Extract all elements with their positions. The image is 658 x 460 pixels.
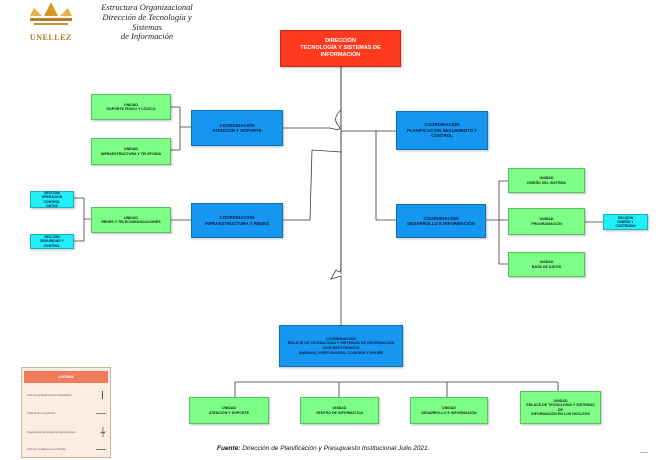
node-unidad-programacion: UNIDAD PROGRAMACIÓN [508,208,585,235]
legend-row-functional: Dependencias funcionales sin unión jerár… [27,431,97,434]
legend-symbol-authority [102,391,103,399]
legend-row-coordination-text: Unión de coordinación de actividades [27,448,67,451]
node-coord-infra: COORDINACIÓN INFRAESTRUCTURA Y REDES [191,203,283,238]
node-coord-planif-line2: PLANIFICACIÓN SEGUIMIENTO Y [406,127,478,133]
node-direccion: DIRECCIÓN TECNOLOGÍA Y SISTEMAS DE INFOR… [280,30,401,67]
legend-row-coordination: Unión de coordinación de actividades [27,448,107,451]
node-coord-infra-line1: COORDINACIÓN [219,215,255,220]
source-footer: Fuente: Dirección de Planificación y Pre… [217,445,429,452]
node-seccion-operacion-line3: DATOS [46,203,58,208]
node-unidad-redes: UNIDAD REDES Y TELECOMUNICACIONES [91,207,171,233]
node-unidad-infra-telefonia-line2: INFRAESTRUCTURA Y TELEFONÍA [100,151,162,156]
node-seccion-diseno-line1: SECCIÓN [617,215,634,220]
node-unidad-atencion: UNIDAD ATENCIÓN Y SOPORTE [189,397,269,424]
node-unidad-desarrollo-line2: DESARROLLO E INFORMACIÓN [421,410,477,415]
node-unidad-sistemas: UNIDAD DISEÑO DEL SISTEMA [508,168,585,193]
logo-emblem-icon [30,2,72,25]
node-coord-infra-line2: INFRAESTRUCTURA Y REDES [205,220,269,226]
node-coord-desarrollo: COORDINACIÓN DESARROLLO E INFORMACIÓN [396,204,486,238]
node-coord-desarrollo-line2: DESARROLLO E INFORMACIÓN [407,221,475,226]
node-seccion-seguridad-line1: SECCIÓN [44,235,60,240]
node-seccion-seguridad-line2: SEGURIDAD Y CONTROL [40,239,64,248]
node-unidad-centro-line2: CENTRO DE INFORMÁTICA [315,410,364,415]
node-seccion-operacion-line1: SECCIÓN [44,191,60,195]
node-unidad-redes-line2: REDES Y TELECOMUNICACIONES [101,220,161,224]
title-line-2: Dirección de Tecnología y Sistemas [102,11,192,32]
logo-wordmark: UNELLEZ [30,33,72,42]
node-unidad-redes-line1: UNIDAD [124,215,138,220]
corner-mark [640,448,648,453]
legend-row-principle-text: Unión de nivel de principio [27,412,56,415]
title-line-3: de Información [120,31,174,42]
node-unidad-soporte-line1: UNIDAD [124,102,138,107]
legend-row-principle: Unión de nivel de principio [27,412,107,415]
legend-row-authority-text: Unión de autoridad entre sus dependencia… [27,394,72,397]
node-unidad-soporte: UNIDAD SOPORTE FÍSICO Y LÓGICO [91,94,171,120]
node-coord-enlace-line1: COORDINACIÓN [325,336,357,341]
node-coord-enlace-line2: ENLACE DE TECNOLOGÍA Y SISTEMAS DE INFOR… [287,341,395,346]
node-coord-planif-line3: CONTROL [431,133,453,139]
node-coord-enlace-line4: BARINAS, PORTUGUESA, COJEDES Y APURE [298,350,384,355]
node-seccion-seguridad: SECCIÓN SEGURIDAD Y CONTROL [30,234,74,249]
legend-box: LEYENDA Unión de autoridad entre sus dep… [21,367,111,458]
node-unidad-enlace-line2: ENLACE DE TECNOLOGÍA Y SISTEMAS DE [526,403,595,412]
node-coord-planif-line1: COORDINACIÓN [424,122,460,128]
node-unidad-base-datos: UNIDAD BASE DE DATOS [508,252,585,277]
node-unidad-desarrollo: UNIDAD DESARROLLO E INFORMACIÓN [410,397,488,424]
node-coord-atencion-line1: COORDINACIÓN [219,122,255,128]
node-unidad-desarrollo-line1: UNIDAD [442,406,456,411]
node-direccion-line3: INFORMACIÓN [320,51,361,58]
node-unidad-centro-line1: UNIDAD [332,406,347,411]
node-unidad-programacion-line1: UNIDAD [539,217,554,222]
node-unidad-base-datos-line1: UNIDAD [539,260,554,265]
legend-row-authority: Unión de autoridad entre sus dependencia… [27,394,107,397]
node-unidad-centro: UNIDAD CENTRO DE INFORMÁTICA [300,397,379,424]
legend-symbol-functional [99,427,107,437]
node-unidad-infra-telefonia-line1: UNIDAD [124,147,138,152]
legend-symbol-coordination [96,449,106,450]
node-direccion-line1: DIRECCIÓN [325,38,356,45]
node-unidad-sistemas-line2: DISEÑO DEL SISTEMA [527,180,566,185]
node-unidad-base-datos-line2: BASE DE DATOS [531,264,562,269]
node-unidad-enlace: UNIDAD ENLACE DE TECNOLOGÍA Y SISTEMAS D… [520,391,601,424]
node-coord-desarrollo-line1: COORDINACIÓN [423,215,459,221]
node-coord-atencion: COORDINACIÓN ATENCIÓN Y SOPORTE [191,110,283,146]
node-seccion-diseno: SECCIÓN DISEÑO Y CONTENIDO [603,214,648,230]
legend-title: LEYENDA [24,371,108,383]
source-label: Fuente: [217,445,241,452]
node-coord-enlace-line3: VICE-RECTORADOS [322,346,360,350]
node-unidad-soporte-line2: SOPORTE FÍSICO Y LÓGICO [106,107,156,111]
node-unidad-enlace-line1: UNIDAD [553,398,568,403]
source-text: Dirección de Planificación y Presupuesto… [240,445,430,452]
unellez-logo: UNELLEZ [20,0,82,44]
legend-symbol-principle [96,413,106,414]
org-chart-title: Estructura Organizacional Dirección de T… [88,2,206,42]
node-direccion-line2: TECNOLOGÍA Y SISTEMAS DE [300,45,381,52]
node-unidad-infra-telefonia: UNIDAD INFRAESTRUCTURA Y TELEFONÍA [91,138,171,165]
node-unidad-sistemas-line1: UNIDAD [539,176,554,181]
node-coord-planif: COORDINACIÓN PLANIFICACIÓN SEGUIMIENTO Y… [396,111,488,150]
node-unidad-programacion-line2: PROGRAMACIÓN [531,221,562,226]
node-seccion-operacion: SECCIÓN OPERACIÓN CONTROL DATOS [30,191,74,208]
node-seccion-operacion-line2: OPERACIÓN CONTROL [41,195,63,204]
node-coord-enlace: COORDINACIÓN ENLACE DE TECNOLOGÍA Y SIST… [279,325,403,367]
node-unidad-atencion-line1: UNIDAD [222,406,236,411]
legend-row-functional-text: Dependencias funcionales sin unión jerár… [27,431,76,434]
title-line-1: Estructura Organizacional [101,2,193,12]
node-unidad-atencion-line2: ATENCIÓN Y SOPORTE [208,410,250,415]
node-seccion-diseno-line2: DISEÑO Y CONTENIDO [615,219,636,229]
node-unidad-enlace-line3: INFORMACIÓN EN LOS NÚCLEOS [531,411,590,416]
node-coord-atencion-line2: ATENCIÓN Y SOPORTE [212,128,262,133]
